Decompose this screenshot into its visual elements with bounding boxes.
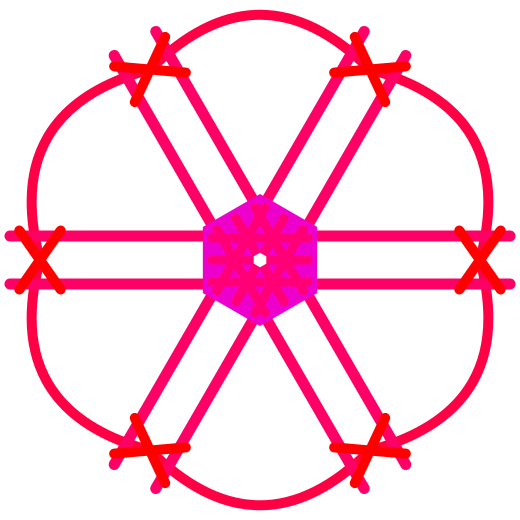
hub-center-hole <box>250 249 270 271</box>
spoke-bar <box>150 25 259 206</box>
spoke-bar <box>108 290 218 471</box>
hub-strut <box>250 224 308 318</box>
spoke-bar <box>261 314 370 495</box>
cross-bar <box>129 31 171 108</box>
ring-arc <box>365 64 494 265</box>
spoke-bar <box>150 314 259 495</box>
central-hub <box>202 194 318 326</box>
ring-arc <box>26 64 155 265</box>
ring-arc <box>145 9 375 75</box>
outer-curved-ring <box>26 9 494 511</box>
hub-strut <box>212 224 270 318</box>
cross-bar <box>14 225 66 295</box>
spoke-bar <box>108 49 218 230</box>
ring-arc <box>145 445 375 511</box>
ring-arc <box>26 255 155 456</box>
double-spokes <box>4 25 516 495</box>
ring-arc <box>365 255 494 456</box>
cross-bar <box>329 61 411 78</box>
cross-bar <box>109 442 191 459</box>
spoke-bar <box>302 290 412 471</box>
cross-bar <box>454 225 506 295</box>
spoke-bar <box>302 49 412 230</box>
cross-bar <box>349 412 391 489</box>
spoke-bar <box>261 25 370 206</box>
hub-strut <box>250 202 308 296</box>
hub-strut <box>212 202 270 296</box>
cross-joints <box>14 31 506 489</box>
